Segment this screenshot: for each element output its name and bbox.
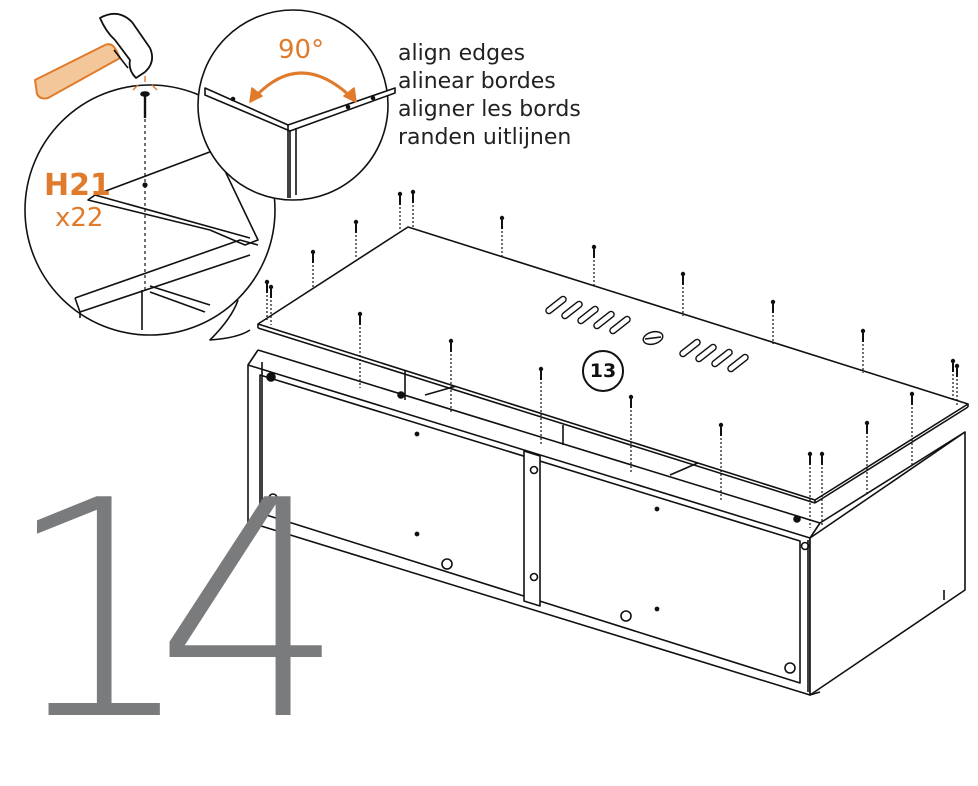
hammer-icon bbox=[34, 12, 158, 100]
hardware-code: H21 bbox=[44, 168, 111, 203]
detail-circle-angle bbox=[197, 9, 396, 201]
instruction-text: align edges alinear bordes aligner les b… bbox=[398, 40, 581, 152]
hardware-quantity: x22 bbox=[55, 203, 104, 233]
angle-label: 90° bbox=[278, 35, 325, 65]
step-number: 14 bbox=[4, 437, 346, 786]
instruction-line-nl: randen uitlijnen bbox=[398, 125, 572, 150]
cabinet-body bbox=[247, 349, 966, 696]
nails bbox=[264, 189, 960, 528]
instruction-line-en: align edges bbox=[398, 41, 526, 66]
instruction-line-es: alinear bordes bbox=[398, 69, 556, 94]
panel-part-label: 13 bbox=[582, 350, 624, 392]
instruction-line-fr: aligner les bords bbox=[398, 97, 581, 122]
nail-icon bbox=[397, 191, 403, 231]
cam-locks bbox=[266, 372, 810, 674]
